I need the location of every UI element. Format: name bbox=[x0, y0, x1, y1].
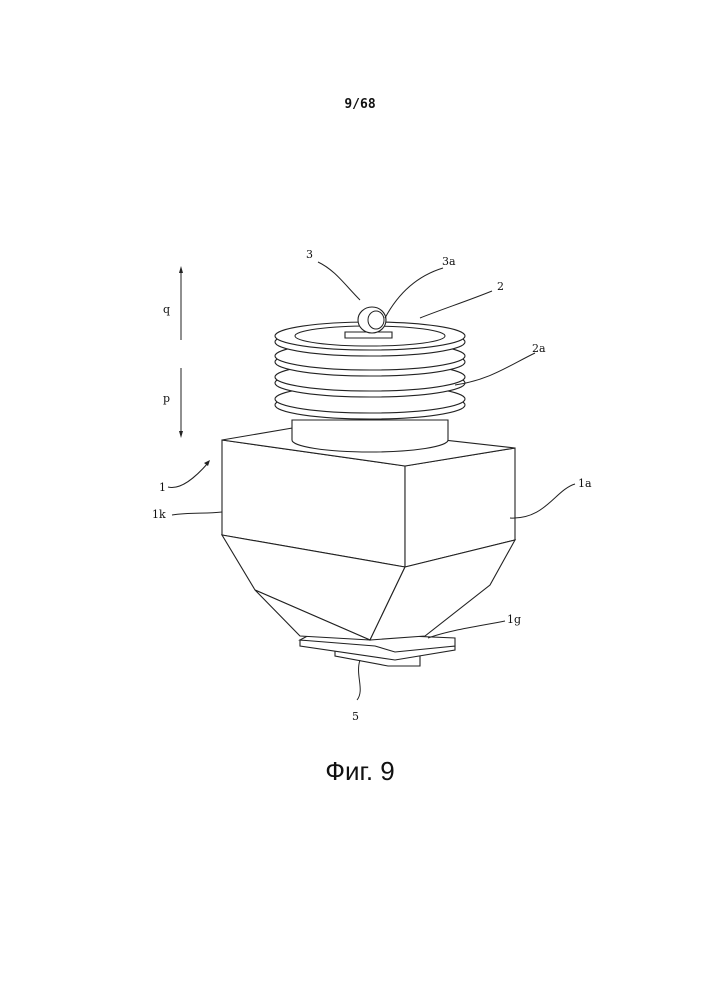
label-2: 2 bbox=[497, 280, 504, 293]
figure-caption: Фиг. 9 bbox=[0, 756, 720, 787]
insulator-stack bbox=[275, 322, 465, 452]
label-p: p bbox=[163, 392, 170, 405]
label-5: 5 bbox=[352, 710, 359, 723]
label-1g: 1g bbox=[507, 613, 521, 626]
label-1k: 1k bbox=[152, 508, 166, 521]
label-3: 3 bbox=[306, 248, 313, 261]
housing-body bbox=[222, 425, 515, 640]
direction-arrows bbox=[179, 266, 183, 438]
label-2a: 2a bbox=[532, 342, 546, 355]
label-1a: 1a bbox=[578, 477, 592, 490]
label-3a: 3a bbox=[442, 255, 456, 268]
label-q: q bbox=[163, 303, 170, 316]
label-1: 1 bbox=[159, 481, 166, 494]
